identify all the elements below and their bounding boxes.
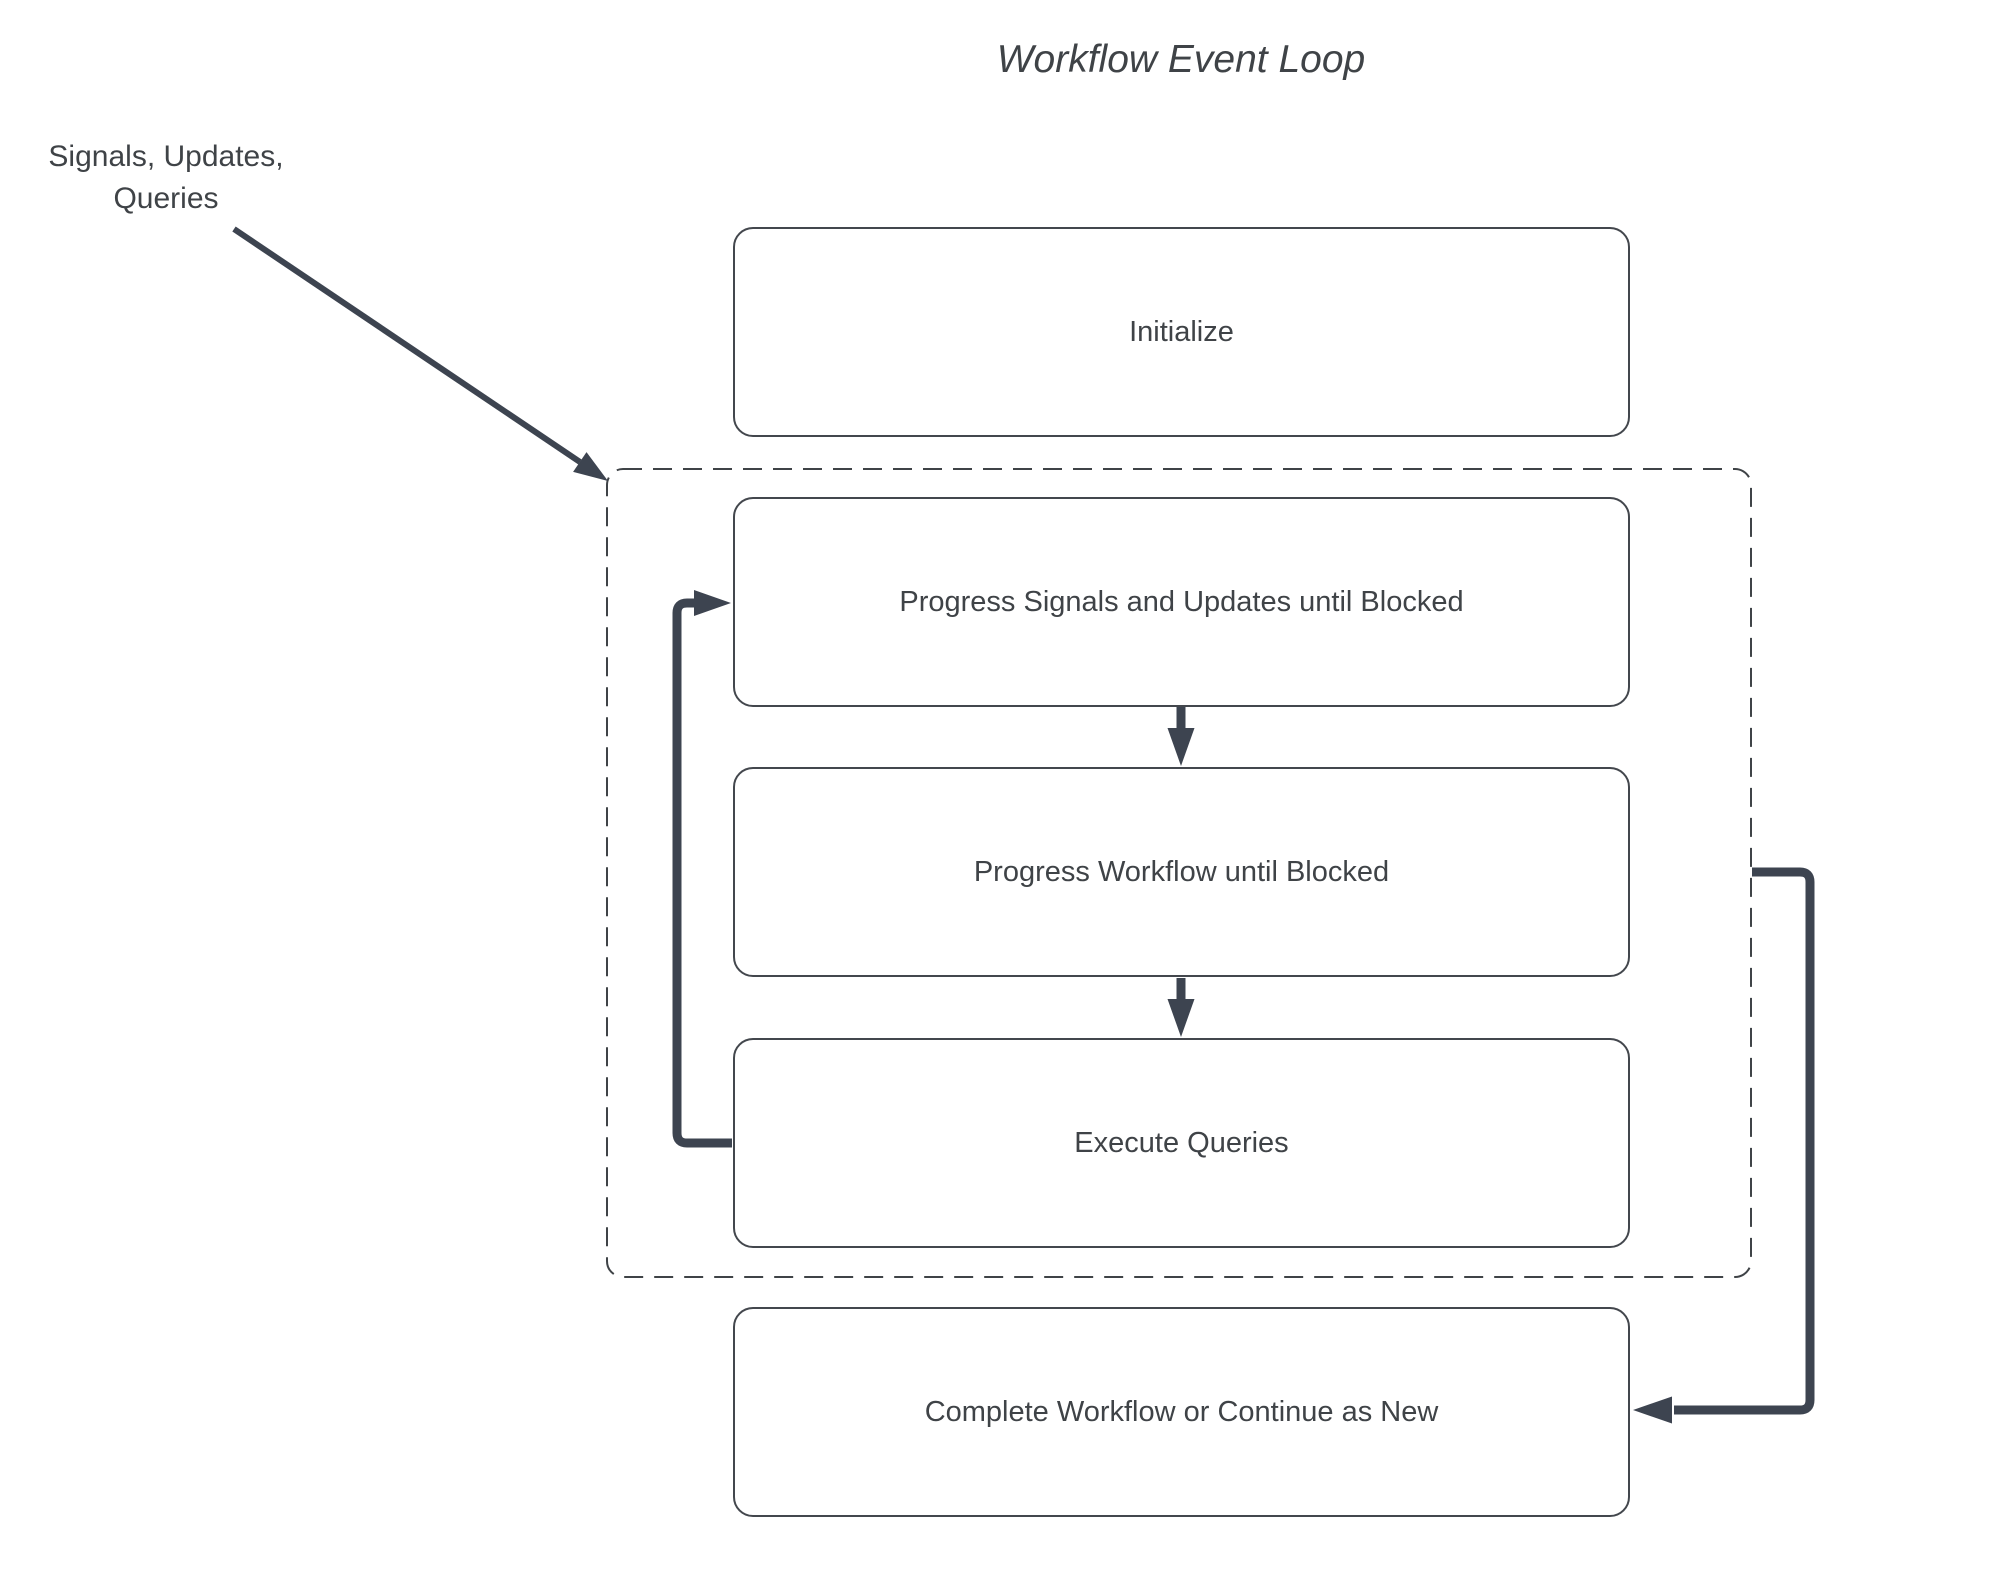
signals-arrow-line [232, 226, 582, 465]
node-execute-queries-label: Execute Queries [1074, 1126, 1289, 1159]
signals-arrow-head-icon [573, 452, 608, 481]
node-complete-workflow: Complete Workflow or Continue as New [733, 1307, 1630, 1517]
node-initialize-label: Initialize [1129, 315, 1234, 348]
node-progress-workflow-label: Progress Workflow until Blocked [973, 855, 1390, 888]
diagram-title: Workflow Event Loop [996, 38, 1366, 81]
signals-updates-queries-label: Signals, Updates, Queries [48, 140, 284, 215]
arrow-signals-to-workflow-head-icon [1167, 728, 1195, 766]
node-complete-workflow-label: Complete Workflow or Continue as New [924, 1395, 1439, 1428]
arrow-loop-to-complete-head-icon [1633, 1396, 1672, 1424]
arrow-loop-to-complete-line [1674, 867, 1815, 1415]
node-initialize: Initialize [733, 227, 1630, 437]
node-progress-signals-label: Progress Signals and Updates until Block… [899, 585, 1464, 618]
loop-back-arrow-head-icon [694, 590, 731, 616]
event-loop-group-dashed-border [606, 468, 1752, 1278]
arrow-workflow-to-queries-head-icon [1167, 999, 1195, 1037]
node-progress-signals: Progress Signals and Updates until Block… [733, 497, 1630, 707]
node-progress-workflow: Progress Workflow until Blocked [733, 767, 1630, 977]
loop-back-arrow-line [672, 598, 732, 1148]
node-execute-queries: Execute Queries [733, 1038, 1630, 1248]
